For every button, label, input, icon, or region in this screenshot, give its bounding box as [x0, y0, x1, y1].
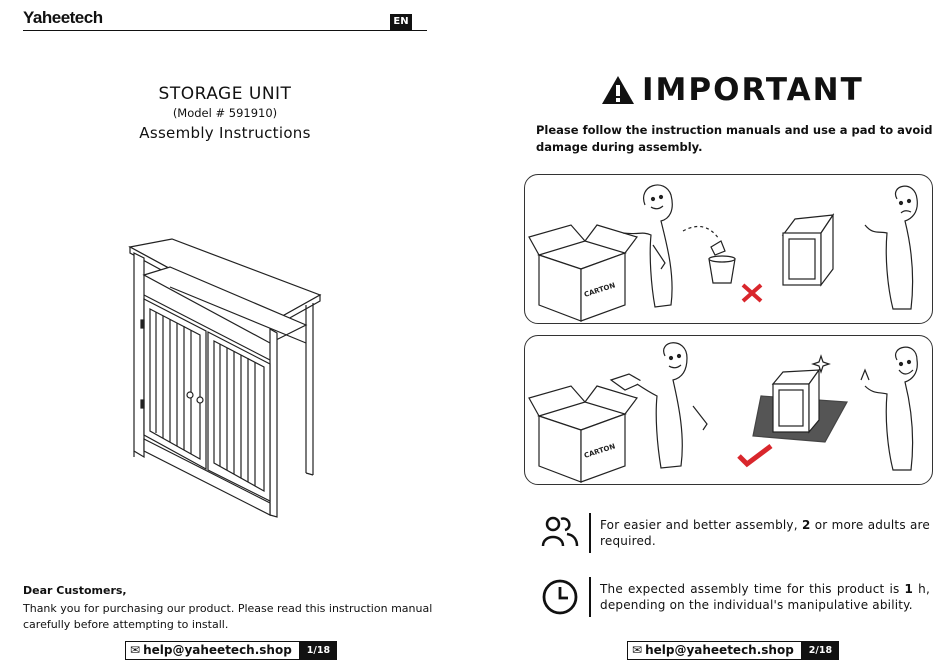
info-divider [589, 577, 591, 617]
document-type: Assembly Instructions [139, 124, 311, 142]
time-note-text-end: h, depending on the individual's manipul… [600, 582, 930, 612]
email-text: help@yaheetech.shop [645, 643, 794, 657]
info-divider [589, 513, 591, 553]
people-count: 2 [801, 518, 811, 532]
email-link[interactable]: ✉ help@yaheetech.shop [627, 641, 802, 660]
product-name: STORAGE UNIT [158, 84, 292, 104]
correct-assembly-illustration: CARTON [528, 342, 918, 483]
brand-logo: Yaheetech [23, 8, 103, 27]
model-number: (Model # 591910) [172, 106, 278, 120]
people-icon [541, 516, 579, 547]
intro-paragraph: Thank you for purchasing our product. Pl… [23, 602, 433, 631]
footer-right: ✉ help@yaheetech.shop 2/18 [627, 641, 840, 660]
footer-left: ✉ help@yaheetech.shop 1/18 [125, 641, 338, 660]
clock-icon [542, 579, 578, 615]
assembly-time-note: The expected assembly time for this prod… [600, 581, 930, 613]
greeting: Dear Customers, [23, 584, 127, 597]
people-note-text-end: or more adults are required. [600, 518, 930, 548]
warning-icon [602, 76, 634, 104]
envelope-icon: ✉ [632, 643, 643, 657]
page-number: 2/18 [801, 641, 840, 660]
email-text: help@yaheetech.shop [143, 643, 292, 657]
wrong-assembly-illustration: CARTON [528, 184, 918, 322]
envelope-icon: ✉ [130, 643, 141, 657]
header-divider [23, 30, 427, 31]
time-hours: 1 [904, 582, 914, 596]
important-heading: IMPORTANT [600, 72, 864, 108]
instruction-note: Please follow the instruction manuals an… [536, 123, 933, 154]
assembly-people-note: For easier and better assembly, 2 or mor… [600, 517, 930, 549]
important-label: IMPORTANT [642, 72, 864, 108]
storage-cabinet-illustration [128, 238, 322, 518]
language-badge: EN [390, 14, 412, 30]
email-link[interactable]: ✉ help@yaheetech.shop [125, 641, 300, 660]
page-number: 1/18 [299, 641, 338, 660]
wrong-assembly-panel: CARTON [524, 174, 933, 324]
people-note-text: For easier and better assembly, [600, 518, 802, 532]
correct-assembly-panel: CARTON [524, 335, 933, 485]
time-note-text: The expected assembly time for this prod… [600, 582, 905, 596]
